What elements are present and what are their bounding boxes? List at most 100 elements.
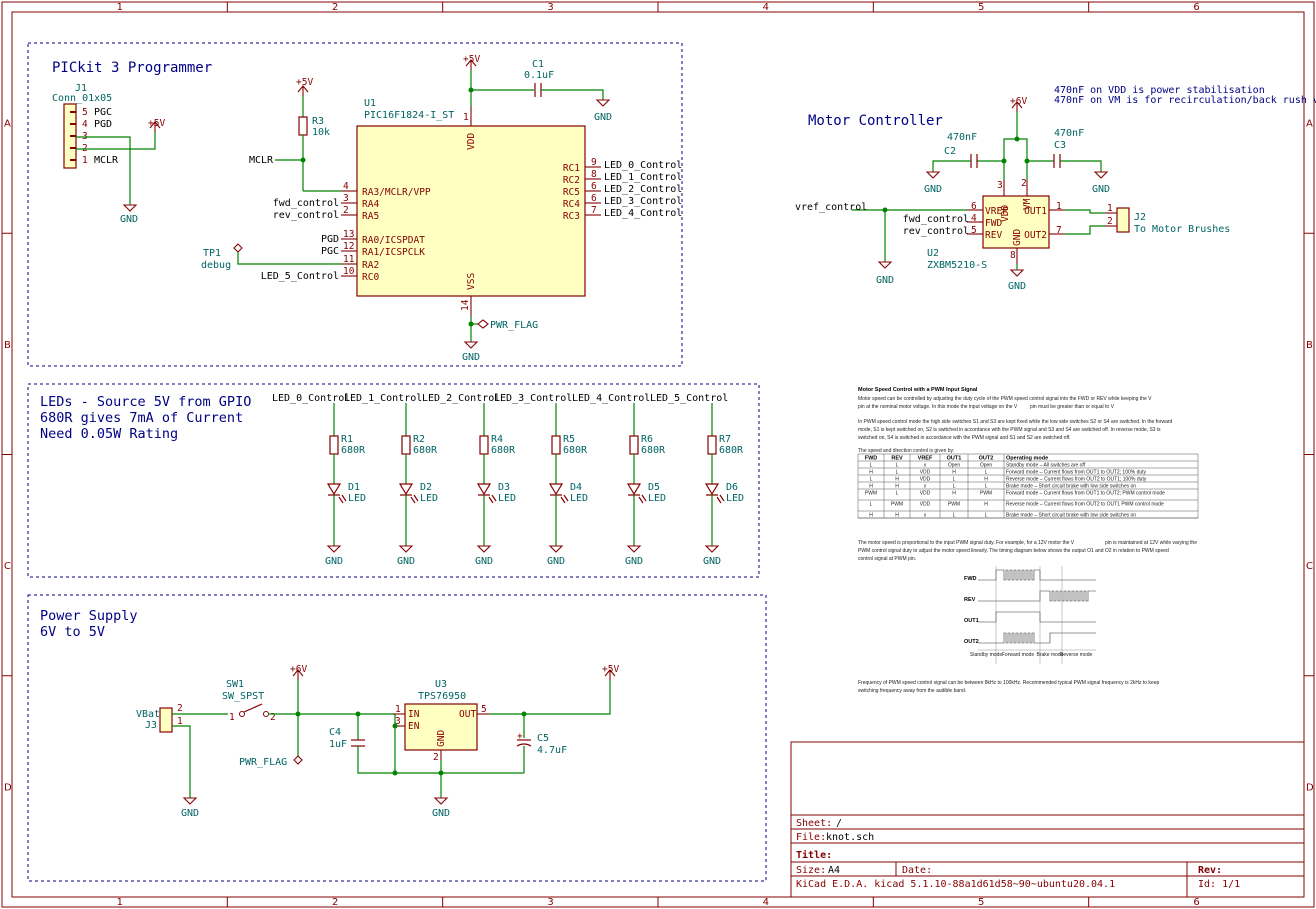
led-resistor-ref: R5 <box>563 434 575 445</box>
u2-pin-name: FWD <box>985 218 1002 229</box>
datasheet-excerpt: Motor Speed Control with a PWM Input Sig… <box>857 387 1199 694</box>
svg-text:pin at the nominal motor volta: pin at the nominal motor voltage. In thi… <box>858 404 1018 410</box>
frame-row-left: D <box>4 782 12 793</box>
datasheet-table-cell: L <box>985 470 988 476</box>
datasheet-table-cell: L <box>896 463 899 469</box>
u1-net-label: rev_control <box>273 210 339 221</box>
r3-ref: R3 <box>312 116 324 127</box>
led-diode-ref: D2 <box>420 482 432 493</box>
u3-value: TPS76950 <box>418 691 466 702</box>
led-resistor-ref: R6 <box>641 434 653 445</box>
svg-text:Rev:: Rev: <box>1198 865 1222 876</box>
u2-pin-name: VREF <box>985 206 1008 217</box>
frame-col-bottom: 1 <box>117 897 123 908</box>
datasheet-table-cell: x <box>924 513 927 519</box>
frame-col-top: 5 <box>978 2 984 13</box>
c1-capacitor: C1 0.1uF GND <box>524 59 612 123</box>
frame-col-bottom: 4 <box>763 897 769 908</box>
datasheet-table-cell: H <box>895 477 899 483</box>
datasheet-table-cell: Open <box>948 463 960 469</box>
datasheet-table-cell: L <box>870 477 873 483</box>
datasheet-table-cell: PWM <box>891 502 903 508</box>
svg-text:Frequency of PWM speed control: Frequency of PWM speed control signal ca… <box>858 680 1159 686</box>
u1-pin-number: 7 <box>591 205 597 216</box>
svg-text:GND: GND <box>1008 281 1026 292</box>
timing-signal-label: OUT2 <box>964 639 979 645</box>
led-gnd-label: GND <box>475 556 493 567</box>
datasheet-table-cell: OUT2 <box>979 456 994 462</box>
svg-text:GND: GND <box>432 808 450 819</box>
datasheet-table-cell: x <box>924 463 927 469</box>
c1-ref: C1 <box>532 59 544 70</box>
svg-text:IN: IN <box>408 709 420 720</box>
frame-col-bottom: 3 <box>547 897 553 908</box>
datasheet-table-cell: L <box>896 491 899 497</box>
timing-mode-label: Standby mode <box>970 652 1002 658</box>
svg-text:5: 5 <box>481 704 487 715</box>
datasheet-table-cell: L <box>870 502 873 508</box>
u1-pin-number: 3 <box>343 193 349 204</box>
svg-text:GND: GND <box>1092 184 1110 195</box>
u1-pin-number: 8 <box>591 169 597 180</box>
svg-text:pin must be greater than or eq: pin must be greater than or equal to V <box>1030 404 1115 410</box>
pickit-section-box <box>27 42 683 367</box>
led-diode-ref: D5 <box>648 482 660 493</box>
led-net-label: LED_4_Control <box>572 393 650 404</box>
svg-text:The motor speed is proportiona: The motor speed is proportional to the i… <box>858 540 1075 546</box>
u1-pin-number: 6 <box>591 181 597 192</box>
u2-pin-number: 7 <box>1056 225 1062 236</box>
datasheet-table-cell: Standby mode – All switches are off <box>1006 463 1086 469</box>
c4-capacitor: C4 1uF <box>329 711 524 774</box>
c3-value: 470nF <box>1054 128 1084 139</box>
datasheet-table-cell: L <box>896 470 899 476</box>
svg-text:GND: GND <box>120 214 138 225</box>
u1-pin-number: 10 <box>343 266 355 277</box>
u1-plus5v: +5V <box>463 54 534 106</box>
u1-net-label: LED_2_Control <box>604 184 682 195</box>
u1-pin-name: RA5 <box>362 211 379 222</box>
r3-resistor: +5V R3 10k <box>296 77 330 191</box>
timing-signal-label: FWD <box>964 576 977 582</box>
c4-ref: C4 <box>329 727 341 738</box>
datasheet-table-cell: VREF <box>918 456 933 462</box>
timing-signal-label: REV <box>964 597 976 603</box>
led-net-label: LED_1_Control <box>344 393 422 404</box>
svg-text:Size:: Size: <box>796 865 826 876</box>
tp1-value: debug <box>201 260 231 271</box>
datasheet-table-cell: H <box>984 477 988 483</box>
led-resistor-ref: R7 <box>719 434 731 445</box>
r3-value: 10k <box>312 127 330 138</box>
svg-text:2: 2 <box>270 712 276 723</box>
datasheet-table-cell: L <box>953 484 956 490</box>
svg-text:3: 3 <box>997 180 1003 191</box>
timing-mode-label: Reverse mode <box>1060 652 1093 658</box>
j1-pin-label: PGC <box>94 107 112 118</box>
svg-text:In PWM speed control mode the: In PWM speed control mode the high side … <box>858 419 1173 425</box>
svg-text:2: 2 <box>433 752 439 763</box>
frame-col-top: 1 <box>117 2 123 13</box>
frame-row-right: A <box>1306 119 1313 130</box>
u1-pin-number: 9 <box>591 157 597 168</box>
svg-text:VM: VM <box>1022 198 1033 210</box>
u1-microcontroller: U1 PIC16F1824-I_ST VDD VSS 1 14 4RA3/MCL… <box>261 98 682 316</box>
svg-text:PWM control signal duty to adj: PWM control signal duty to adjust the mo… <box>858 548 1169 554</box>
u1-pin-name: RA2 <box>362 260 379 271</box>
u2-net-label: rev_control <box>903 226 969 237</box>
led-diode-value: LED <box>420 493 438 504</box>
datasheet-table-cell: Brake mode – Short circuit brake with lo… <box>1006 484 1136 490</box>
u1-pin-number: 13 <box>343 229 354 240</box>
frame-row-left: B <box>4 340 11 351</box>
power-section-box <box>27 594 767 882</box>
svg-text:1: 1 <box>395 704 401 715</box>
led-diode-value: LED <box>726 493 744 504</box>
vref-net-label: vref_control <box>795 202 867 213</box>
timing-mode-label: Forward mode <box>1002 652 1034 658</box>
mclr-label: MCLR <box>249 155 274 166</box>
u3-regulator: U3 TPS76950 1 3 5 2 IN EN OUT GND GND <box>392 679 489 819</box>
datasheet-table-cell: FWD <box>865 456 878 462</box>
u1-pin-number: 12 <box>343 241 354 252</box>
led-gnd-label: GND <box>625 556 643 567</box>
